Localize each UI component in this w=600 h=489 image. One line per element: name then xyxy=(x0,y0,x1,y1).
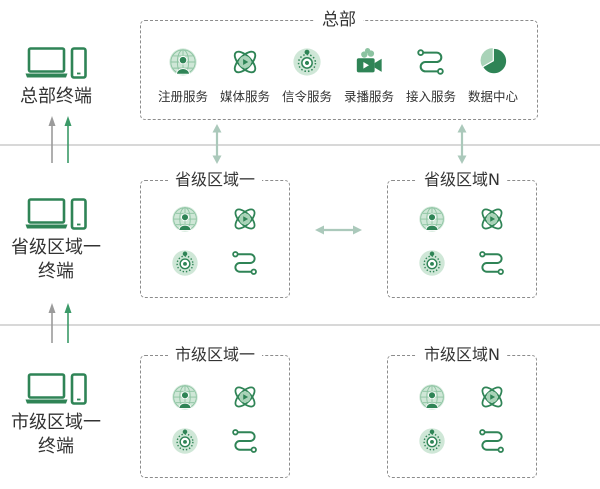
media-icon xyxy=(230,47,260,77)
service-registration: 注册服务 xyxy=(152,47,214,105)
hq-provincial-link-left xyxy=(212,124,222,164)
region-service-access xyxy=(215,241,275,285)
region-service-access xyxy=(215,419,275,463)
arrowhead xyxy=(48,303,56,313)
access-icon xyxy=(479,251,504,275)
region-service-signaling xyxy=(155,419,215,463)
registration-icon xyxy=(418,383,446,411)
provincial-peer-link xyxy=(315,225,362,235)
data-center-icon xyxy=(480,48,507,74)
region-service-media xyxy=(215,197,275,241)
region-service-grid xyxy=(155,197,275,285)
arrowhead-up xyxy=(457,124,467,133)
region-service-access xyxy=(462,419,522,463)
region-service-signaling xyxy=(155,241,215,285)
media-icon xyxy=(231,383,259,411)
signaling-icon xyxy=(418,249,446,277)
uplink-arrow-gray-lower xyxy=(48,303,56,343)
service-label: 媒体服务 xyxy=(219,89,270,104)
terminal-label: 终端 xyxy=(38,436,74,457)
city-region-box-1: 市级区域一 xyxy=(140,344,290,478)
uplink-arrow-green-lower xyxy=(64,303,72,343)
service-label: 注册服务 xyxy=(157,89,208,104)
region-service-registration xyxy=(402,375,462,419)
provincial-region-box-1: 省级区域一 xyxy=(140,169,290,298)
provincial-region-box-n: 省级区域N xyxy=(387,169,537,298)
uplink-arrow-gray-upper xyxy=(48,116,56,163)
region-service-registration xyxy=(402,197,462,241)
arrowhead-right xyxy=(353,225,362,235)
signaling-icon xyxy=(171,427,199,455)
laptop-phone-icon xyxy=(25,373,87,405)
arrowhead-down xyxy=(457,155,467,164)
arrowhead-left xyxy=(315,225,324,235)
terminal-label: 市级区域一 xyxy=(11,412,101,433)
service-recording: 录播服务 xyxy=(338,47,400,105)
region-service-access xyxy=(462,241,522,285)
arrowhead-down xyxy=(212,155,222,164)
service-media: 媒体服务 xyxy=(214,47,276,105)
region-service-grid xyxy=(155,375,275,463)
city-region-box-n: 市级区域N xyxy=(387,344,537,478)
region-service-registration xyxy=(155,375,215,419)
service-signaling: 信令服务 xyxy=(276,47,338,105)
region-title: 市级区域N xyxy=(417,344,507,366)
registration-icon xyxy=(418,205,446,233)
recording-icon xyxy=(356,47,382,73)
laptop-phone-icon xyxy=(25,198,87,230)
region-service-registration xyxy=(155,197,215,241)
terminal-label: 省级区域一 xyxy=(11,237,101,258)
hq-provincial-link-right xyxy=(457,124,467,164)
terminal-label: 终端 xyxy=(38,261,74,282)
service-access: 接入服务 xyxy=(400,47,462,105)
region-title: 市级区域一 xyxy=(167,344,263,366)
region-service-media xyxy=(462,197,522,241)
access-icon xyxy=(232,429,257,453)
region-title: 省级区域N xyxy=(417,169,507,191)
laptop-phone-icon xyxy=(25,47,87,79)
signaling-icon xyxy=(292,47,322,77)
terminal-city: 市级区域一 终端 xyxy=(0,373,112,459)
media-icon xyxy=(231,205,259,233)
media-icon xyxy=(478,205,506,233)
region-service-signaling xyxy=(402,419,462,463)
signaling-icon xyxy=(171,249,199,277)
uplink-arrow-green-upper xyxy=(64,116,72,163)
service-list: 注册服务 媒体服务 信令服务 录播服务 接入服务 数据中心 xyxy=(152,47,524,105)
terminal-provincial: 省级区域一 终端 xyxy=(0,198,112,284)
region-title: 省级区域一 xyxy=(167,169,263,191)
registration-icon xyxy=(168,47,198,77)
region-service-grid xyxy=(402,197,522,285)
arrowhead xyxy=(64,116,72,126)
region-service-signaling xyxy=(402,241,462,285)
arrowhead xyxy=(64,303,72,313)
arrowhead xyxy=(48,116,56,126)
media-icon xyxy=(478,383,506,411)
region-service-media xyxy=(462,375,522,419)
registration-icon xyxy=(171,205,199,233)
headquarters-title: 总部 xyxy=(315,9,363,31)
arrowhead-up xyxy=(212,124,222,133)
registration-icon xyxy=(171,383,199,411)
service-label: 数据中心 xyxy=(467,89,518,104)
signaling-icon xyxy=(418,427,446,455)
service-data-center: 数据中心 xyxy=(462,47,524,105)
region-service-media xyxy=(215,375,275,419)
service-label: 录播服务 xyxy=(343,89,394,104)
access-icon xyxy=(479,429,504,453)
terminal-label: 总部终端 xyxy=(20,86,92,107)
terminal-headquarters: 总部终端 xyxy=(0,47,112,109)
service-label: 接入服务 xyxy=(405,89,456,104)
access-icon xyxy=(232,251,257,275)
headquarters-box: 总部 注册服务 媒体服务 信令服务 录播服务 接入服务 xyxy=(140,9,538,120)
region-service-grid xyxy=(402,375,522,463)
access-icon xyxy=(417,49,444,75)
service-label: 信令服务 xyxy=(281,89,332,104)
